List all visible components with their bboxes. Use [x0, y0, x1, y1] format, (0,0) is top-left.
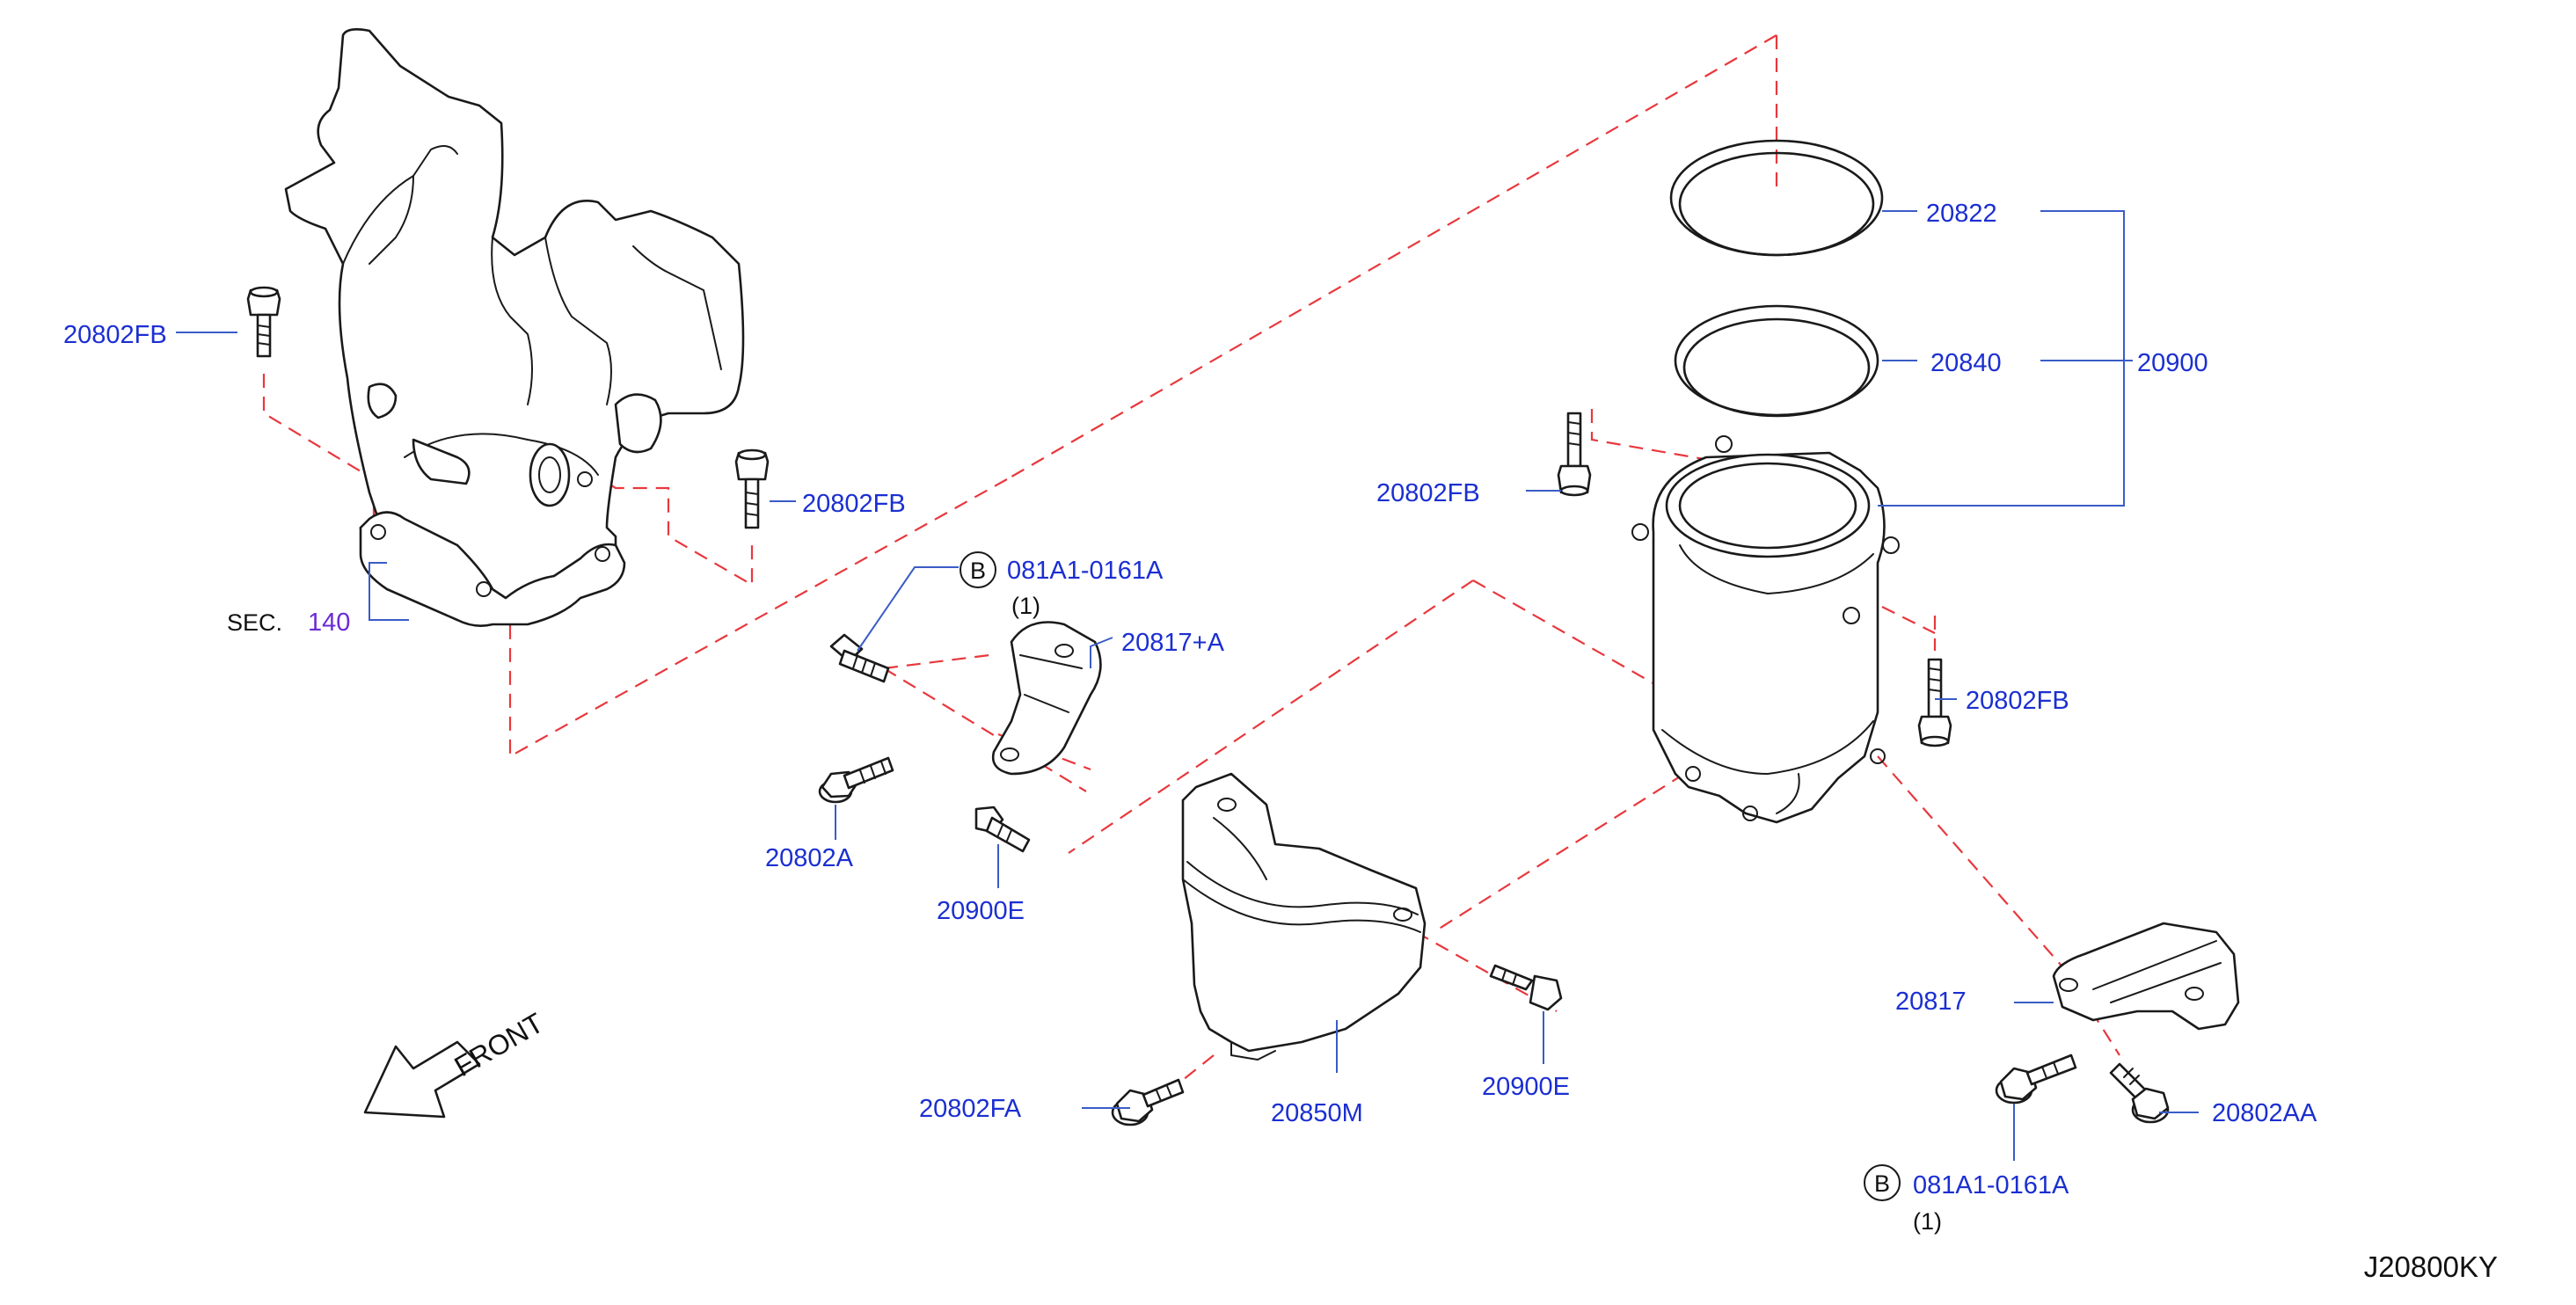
bolt-20900e-right [1489, 964, 1563, 1011]
diagram-code: J20800KY [2364, 1250, 2498, 1283]
bolt-20802fb-mid [734, 448, 770, 529]
bracket-20817 [2052, 922, 2240, 1031]
label-20822[interactable]: 20822 [1926, 200, 1997, 228]
bolt-20900e-left [974, 806, 1031, 853]
bolt-081a1-bottom [1995, 1053, 2077, 1105]
label-20900e-left[interactable]: 20900E [937, 897, 1025, 925]
b-marker-bottom-letter: B [1874, 1170, 1890, 1197]
label-20802a[interactable]: 20802A [765, 844, 854, 872]
bracket-20817a [991, 621, 1102, 776]
b-marker-bottom [1864, 1164, 1901, 1201]
label-081a1-top-qty: (1) [1011, 593, 1040, 619]
label-20817[interactable]: 20817 [1895, 988, 1967, 1016]
label-20900e-right[interactable]: 20900E [1482, 1073, 1570, 1101]
label-sec-140[interactable]: 140 [308, 609, 350, 637]
heat-shield-20850m [1181, 772, 1427, 1061]
label-20802fb-top[interactable]: 20802FB [63, 321, 167, 349]
label-20900[interactable]: 20900 [2137, 349, 2208, 377]
label-081a1-bottom[interactable]: 081A1-0161A [1913, 1171, 2069, 1199]
b-marker-top-letter: B [970, 558, 986, 584]
label-20802fb-mid[interactable]: 20802FB [802, 490, 906, 518]
label-081a1-top[interactable]: 081A1-0161A [1007, 557, 1164, 585]
bolt-20802fa [1111, 1078, 1185, 1126]
bolt-20802a [818, 756, 894, 804]
label-20817a[interactable]: 20817+A [1121, 629, 1225, 657]
bolt-20802fb-top [246, 286, 281, 358]
leader-lines [176, 210, 2199, 1161]
label-20802fa[interactable]: 20802FA [919, 1095, 1022, 1123]
gasket-20840 [1674, 304, 1879, 418]
bolt-20802fb-conv-right [1917, 658, 1952, 747]
label-20802fb-conv-right[interactable]: 20802FB [1966, 687, 2069, 715]
label-20840[interactable]: 20840 [1930, 349, 2002, 377]
front-arrow-icon [363, 1040, 481, 1119]
label-20802aa[interactable]: 20802AA [2212, 1099, 2317, 1127]
front-label: FRONT [449, 1007, 549, 1083]
label-20802fb-conv-left[interactable]: 20802FB [1376, 479, 1480, 507]
bolt-081a1-top [829, 633, 890, 683]
bolt-20802fb-conv-left [1557, 412, 1592, 497]
label-20850m[interactable]: 20850M [1271, 1099, 1363, 1127]
label-081a1-bottom-qty: (1) [1913, 1208, 1942, 1235]
bolt-20802aa [2109, 1062, 2170, 1124]
exhaust-manifold [284, 28, 745, 627]
catalytic-converter [1631, 435, 1900, 824]
label-sec-prefix: SEC. [227, 609, 282, 636]
gasket-20822 [1669, 139, 1884, 257]
b-marker-top [960, 551, 996, 588]
